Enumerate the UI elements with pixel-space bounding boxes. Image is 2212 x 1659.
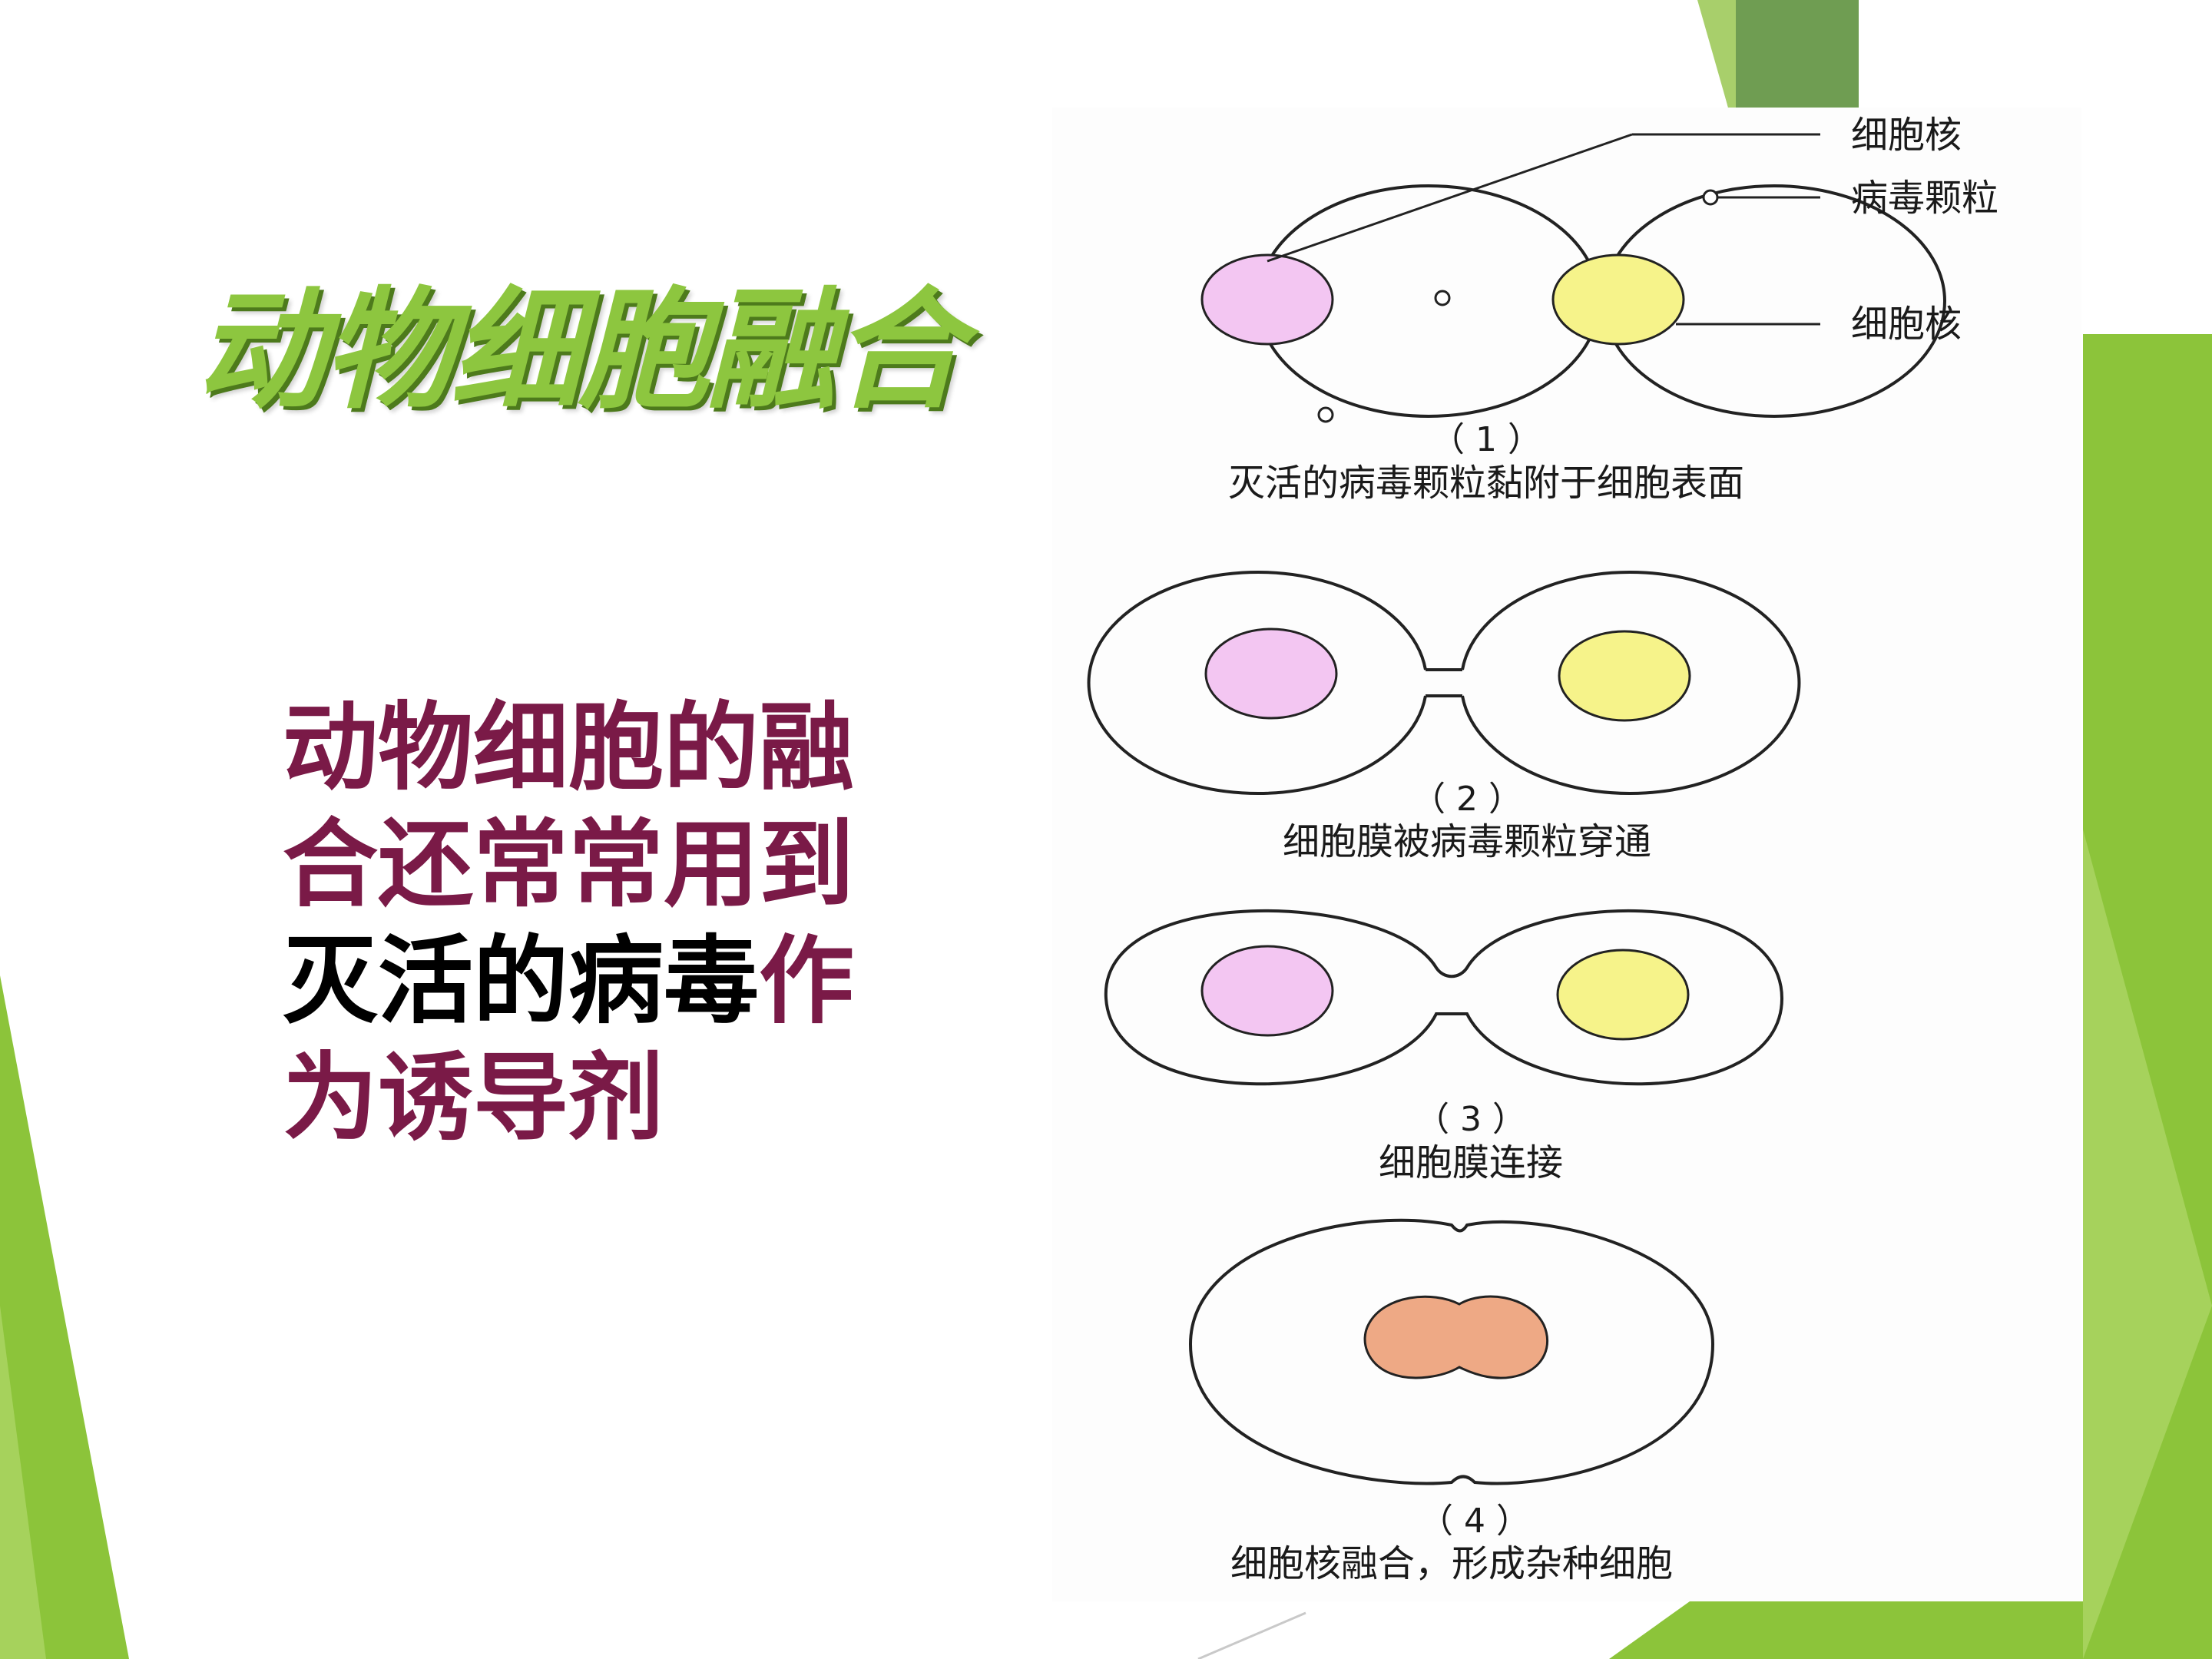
diagram-background [1052,108,2081,1601]
stage-1-number: （ 1 ） [1431,420,1541,459]
stage-4-number: （ 4 ） [1419,1502,1530,1541]
stage-4-hybrid-cell-membrane [1188,1218,1715,1485]
pink-nucleus [1200,945,1334,1037]
stage-1: 细胞核 病毒颗粒 细胞核 （ 1 ） 灭活的病毒颗粒黏附于细胞表面 [1200,114,1998,505]
stage-2-number: （ 2 ） [1412,780,1522,819]
stage-4: （ 4 ） 细胞核融合，形成杂种细胞 [1188,1218,1715,1585]
right-green-triangle [2083,830,2212,1659]
body-text-part1: 动物细胞的融合还常常用到 [283,693,855,920]
bottom-right-green-shape [1609,1601,2083,1659]
stage-2: （ 2 ） 细胞膜被病毒颗粒穿通 [1087,571,1801,863]
stage-3-number: （ 3 ） [1416,1100,1526,1139]
bottom-thin-line [1197,1611,1306,1659]
stage-4-caption: 细胞核融合，形成杂种细胞 [1230,1542,1673,1585]
cell-fusion-diagram: 细胞核 病毒颗粒 细胞核 （ 1 ） 灭活的病毒颗粒黏附于细胞表面 （ 2 ） … [1052,108,2081,1601]
label-virus-particle: 病毒颗粒 [1851,177,1998,220]
fused-nucleus [1363,1295,1548,1379]
pink-nucleus [1200,253,1334,346]
stage-3: （ 3 ） 细胞膜连接 [1104,909,1784,1184]
pink-nucleus [1204,628,1338,720]
yellow-nucleus [1558,630,1691,722]
stage-2-caption: 细胞膜被病毒颗粒穿通 [1283,820,1651,863]
stage-2-left-cell [1087,571,1427,795]
body-text-part3: 作为诱导剂 [283,926,855,1154]
yellow-nucleus [1556,949,1690,1041]
stage-3-membrane [1104,909,1784,1086]
yellow-nucleus [1551,253,1685,346]
left-green-wedge [0,975,129,1659]
body-text-emphasis: 灭活的病毒 [283,926,760,1037]
top-right-dark-green-shape [1699,0,1859,108]
label-nucleus-right: 细胞核 [1851,303,1962,346]
stage-2-right-cell [1461,571,1801,795]
stage-1-caption: 灭活的病毒颗粒黏附于细胞表面 [1228,462,1744,505]
label-nucleus-top: 细胞核 [1851,114,1962,157]
top-right-light-green-shape [1697,0,1736,108]
label-line-nucleus-top [1267,133,1633,263]
body-text: 动物细胞的融合还常常用到灭活的病毒作为诱导剂 [283,690,897,1157]
left-green-wedge-light [0,1306,46,1659]
slide-title: 动物细胞融合 [196,275,964,427]
stage-3-caption: 细胞膜连接 [1379,1141,1563,1184]
virus-particle-icon [1317,189,1719,423]
